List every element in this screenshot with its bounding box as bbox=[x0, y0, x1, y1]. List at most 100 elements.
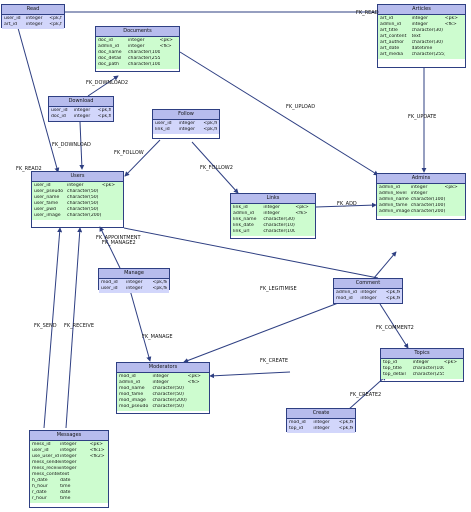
attribute-name: admin_name bbox=[379, 197, 409, 202]
entity-title: Moderators bbox=[117, 363, 209, 373]
attribute-type: integer bbox=[360, 296, 377, 301]
attribute-type: character(200) bbox=[67, 213, 102, 218]
attribute-type: integer bbox=[178, 121, 195, 126]
attribute-key: <fk> bbox=[444, 22, 457, 27]
attribute-type: integer bbox=[67, 183, 84, 188]
label-fk-receive: FK_RECEIVE bbox=[64, 323, 94, 329]
edge-users-moderators bbox=[123, 227, 379, 279]
attribute-type: integer bbox=[412, 360, 430, 365]
attribute-name: user_id bbox=[32, 448, 49, 453]
edge-follow-links bbox=[191, 141, 239, 194]
attribute-type: character(100) bbox=[128, 50, 160, 55]
attribute-key bbox=[295, 229, 313, 235]
attribute-type: character(255) bbox=[412, 372, 444, 377]
attribute-name: mess_content bbox=[32, 472, 60, 477]
edge-follow-users bbox=[124, 139, 161, 177]
attribute-type: integer bbox=[60, 442, 77, 447]
edge-manage-users bbox=[99, 226, 121, 269]
attribute-type: integer bbox=[26, 16, 43, 21]
entity-body: user_id integer <pk> user_pseudo character(… bbox=[32, 182, 123, 220]
attribute-key bbox=[90, 496, 106, 502]
attribute-name: admin_id bbox=[380, 22, 401, 27]
entity-title: Users bbox=[32, 172, 123, 182]
attribute-type: integer bbox=[313, 426, 330, 431]
attribute-name: doc_id bbox=[98, 38, 113, 43]
attribute-key: <pk,fk1> bbox=[385, 290, 400, 295]
label-fk-add: FK_ADD bbox=[337, 201, 357, 207]
attribute-type: date bbox=[60, 490, 71, 495]
attribute-name: user_pseudo bbox=[34, 189, 64, 194]
attribute-name: r_hour bbox=[32, 496, 47, 501]
attribute-type: text bbox=[60, 472, 70, 477]
attribute-type: integer bbox=[313, 420, 330, 425]
attribute-key: <pk> bbox=[295, 205, 309, 210]
attribute-type: character(100) bbox=[410, 197, 445, 202]
attribute-type: integer bbox=[263, 211, 280, 216]
attribute-type: character(50) bbox=[67, 201, 99, 206]
attribute-key: <pk,fk1> bbox=[203, 121, 217, 126]
edge-documents-admins bbox=[179, 51, 379, 176]
attribute-type: integer bbox=[73, 108, 91, 113]
attribute-name: h_hour bbox=[32, 484, 48, 489]
attribute-name: admin_id bbox=[336, 290, 357, 295]
attribute-key bbox=[445, 209, 463, 215]
attribute-key: <pk> bbox=[444, 185, 458, 190]
attribute-type: character(100) bbox=[263, 229, 296, 234]
attribute-key: <pk,fk2> bbox=[49, 22, 62, 27]
entity-title: Comment bbox=[334, 279, 402, 289]
attribute-name: user_id bbox=[101, 286, 118, 291]
attribute-name: user_id bbox=[51, 108, 68, 113]
attribute-key bbox=[102, 213, 121, 219]
attribute-type: character(100) bbox=[412, 366, 444, 371]
attribute-key: <pk> bbox=[444, 16, 458, 21]
attribute-name: user_id bbox=[34, 183, 51, 188]
attribute-key: <pk> bbox=[101, 183, 116, 188]
attribute-type: character(30) bbox=[411, 28, 443, 33]
entity-title: Create bbox=[287, 409, 355, 419]
label-fk-manage2: FK_MANAGE2 bbox=[102, 240, 136, 246]
attribute-name: mod_id bbox=[336, 296, 353, 301]
attribute-name: user_image bbox=[34, 213, 61, 218]
attribute-name: doc_path bbox=[98, 62, 119, 67]
attribute-name: mess_receiver bbox=[32, 466, 61, 471]
attribute-name: art_date bbox=[380, 46, 400, 51]
attribute-name: art_media bbox=[380, 52, 404, 57]
attribute-row: mess_receiverinteger bbox=[32, 466, 106, 472]
attribute-type: character(100) bbox=[410, 203, 445, 208]
label-fk-comment2: FK_COMMENT2 bbox=[376, 325, 414, 331]
label-fk-manage: FK_MANAGE bbox=[142, 334, 173, 340]
